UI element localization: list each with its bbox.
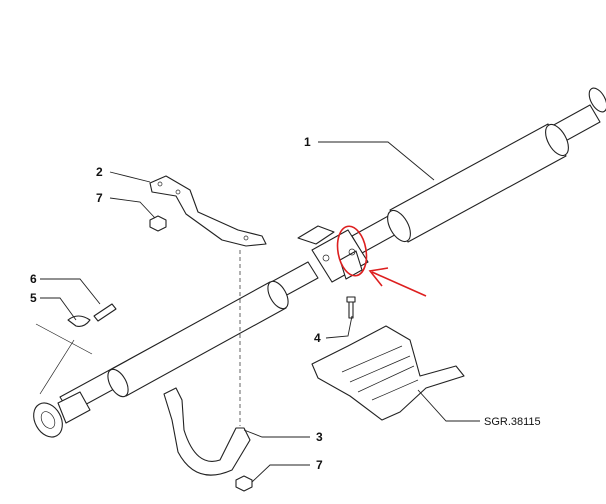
highlight-circle <box>336 225 368 277</box>
crossmember-plate <box>311 325 465 421</box>
callout-3: 3 <box>316 430 323 444</box>
rear-flange <box>588 87 606 113</box>
leader-lines <box>35 141 480 483</box>
upper-bracket <box>149 175 267 247</box>
callout-5: 5 <box>30 291 37 305</box>
lower-u-bracket <box>163 387 251 476</box>
callout-labels: 1 2 7 6 5 4 3 7 SGR.38115 <box>30 135 541 472</box>
propeller-shaft <box>33 87 606 438</box>
clip-and-screw <box>67 303 117 327</box>
red-arrow-icon <box>368 267 427 297</box>
bolt <box>346 296 356 319</box>
shaft-rear-sleeve <box>389 123 567 243</box>
callout-7-upper: 7 <box>96 191 103 205</box>
nut-upper <box>149 215 167 232</box>
callout-4: 4 <box>314 331 321 345</box>
front-flange <box>33 402 63 438</box>
callout-6: 6 <box>30 272 37 286</box>
callout-2: 2 <box>96 165 103 179</box>
nut-lower <box>235 475 253 492</box>
callout-7-lower: 7 <box>316 458 323 472</box>
callout-1: 1 <box>304 135 311 149</box>
reference-code: SGR.38115 <box>484 416 541 428</box>
red-annotation <box>336 225 427 297</box>
shaft-front-sleeve <box>109 281 287 397</box>
